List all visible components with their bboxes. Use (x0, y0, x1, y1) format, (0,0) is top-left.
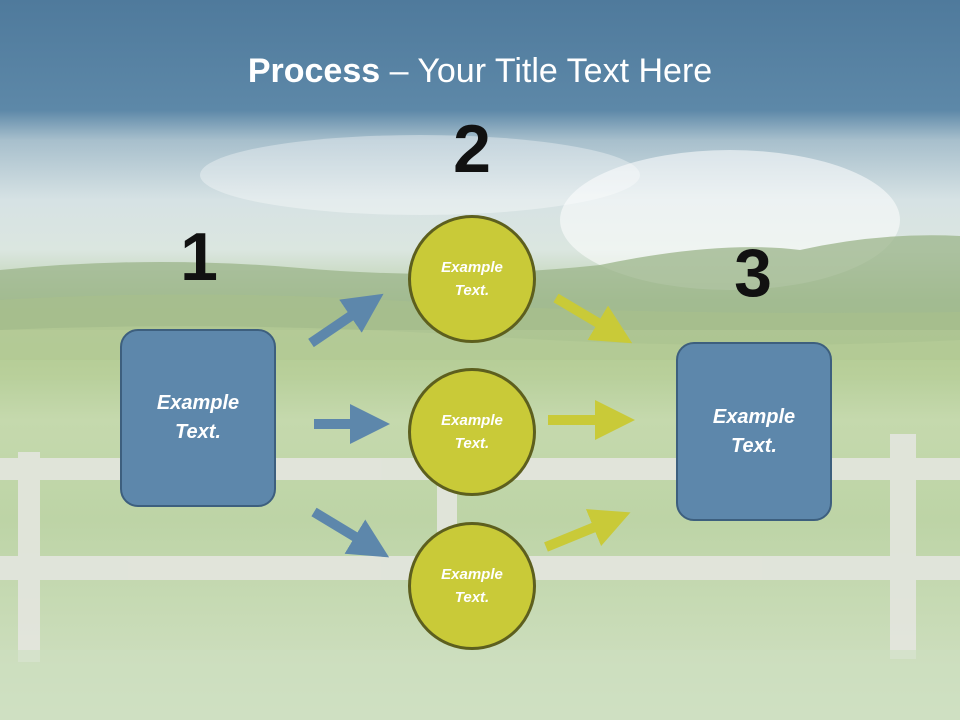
circle-middle-text: Example Text. (441, 412, 503, 452)
circle-top-text: Example Text. (441, 259, 503, 299)
step-1-number: 1 (180, 219, 218, 295)
title-rest: – Your Title Text Here (380, 52, 713, 90)
title-bold: Process (247, 52, 381, 90)
arrow-up-right-yellow (544, 509, 631, 552)
step-2-circle-bottom: Example Text. (408, 522, 536, 650)
step-2-number: 2 (453, 111, 491, 187)
circle-bottom-text: Example Text. (441, 566, 503, 606)
step-3-number: 3 (734, 235, 772, 311)
step-2-circle-middle: Example Text. (408, 368, 536, 496)
arrow-down-right-yellow (553, 293, 633, 344)
arrow-down-right-blue (311, 507, 390, 558)
step-1-text: Example Text. (156, 392, 240, 443)
step-1-box: Example Text. (120, 329, 276, 507)
step-3-text: Example Text. (712, 405, 796, 457)
arrow-up-right-blue (308, 293, 384, 348)
step-3-box: Example Text. (676, 342, 832, 521)
step-2-circle-top: Example Text. (408, 215, 536, 343)
slide-title: Process – Your Title Text Here (0, 52, 960, 91)
